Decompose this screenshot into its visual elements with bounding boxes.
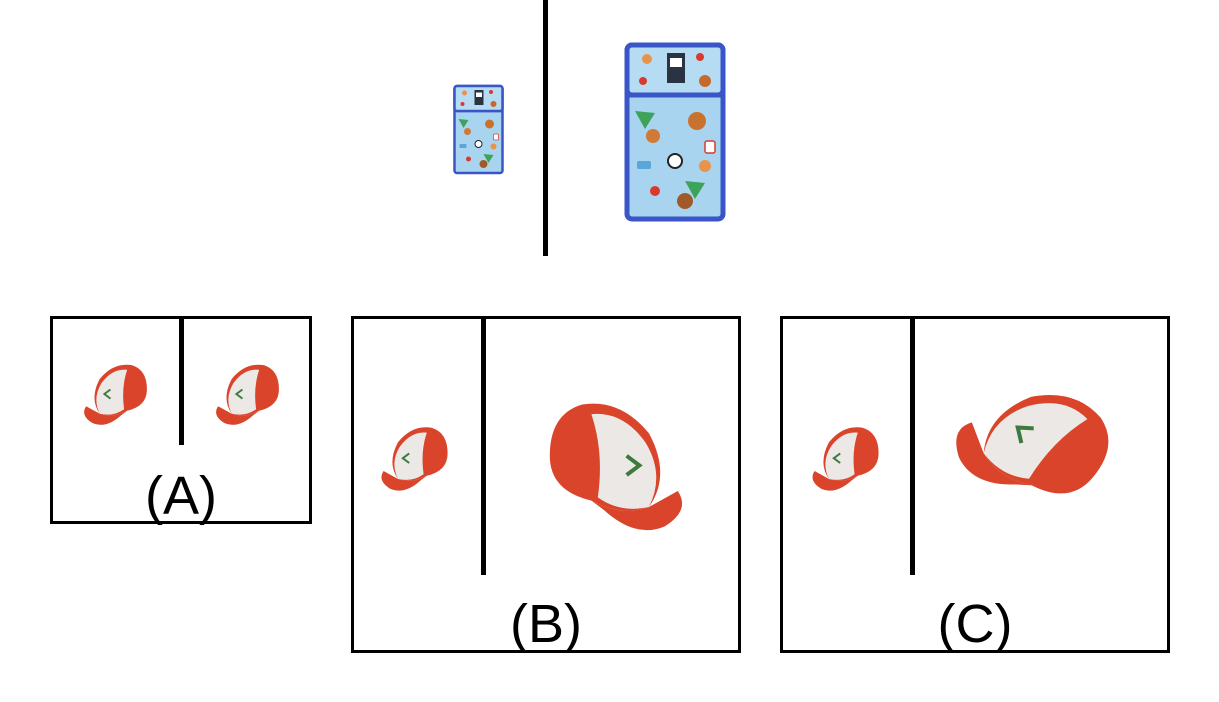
option-c-source-cap <box>805 415 885 495</box>
prompt-target-lunch-bag <box>621 41 729 221</box>
option-a-label: (A) <box>145 466 217 526</box>
option-c[interactable]: (C) <box>780 316 1170 653</box>
option-b-target-cap <box>537 379 697 539</box>
option-a-target-cap <box>209 353 285 429</box>
baseball-cap-icon <box>811 426 880 492</box>
baseball-cap-icon <box>215 363 280 426</box>
option-b-label: (B) <box>510 594 582 654</box>
option-b[interactable]: (B) <box>351 316 741 653</box>
baseball-cap-icon <box>380 426 449 492</box>
lunch-bag-icon <box>453 84 504 175</box>
prompt-source-lunch-bag <box>452 84 505 175</box>
baseball-cap-icon <box>941 350 1129 537</box>
prompt-divider <box>543 0 548 256</box>
option-a-divider <box>179 319 184 445</box>
option-c-label: (C) <box>937 594 1013 654</box>
option-a-source-cap <box>77 353 153 429</box>
option-b-source-cap <box>374 415 454 495</box>
lunch-bag-icon <box>621 41 729 221</box>
option-c-target-cap <box>941 350 1129 537</box>
baseball-cap-icon <box>547 401 685 533</box>
option-c-divider <box>910 319 915 575</box>
option-a[interactable]: (A) <box>50 316 312 524</box>
baseball-cap-icon <box>83 363 148 426</box>
option-b-divider <box>481 319 486 575</box>
